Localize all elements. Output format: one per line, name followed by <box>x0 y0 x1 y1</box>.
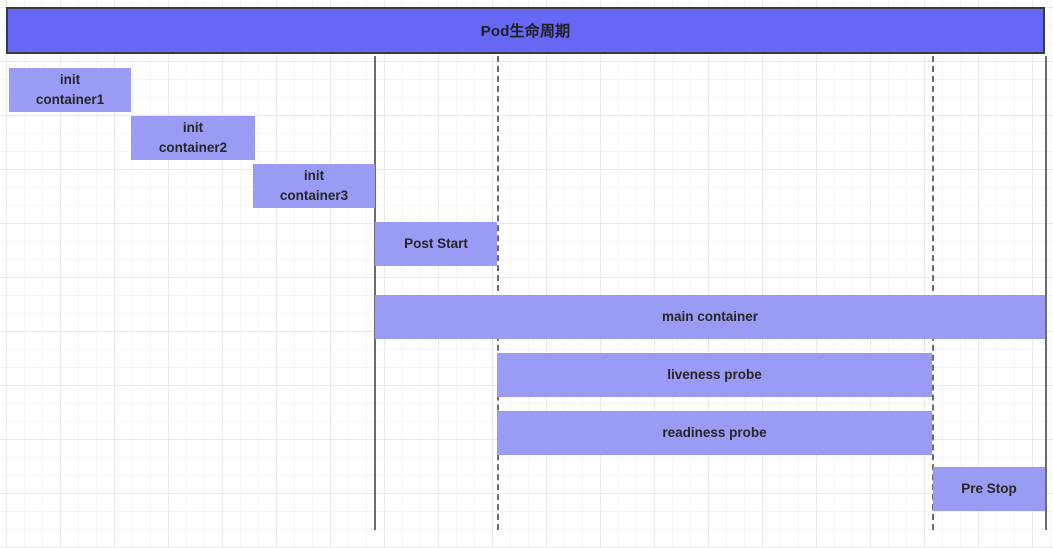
bar-label-init-container3: init container3 <box>279 168 349 203</box>
bar-label-main-container: main container <box>661 309 759 325</box>
bar-init-container3[interactable]: init container3 <box>253 164 375 208</box>
bar-label-init-container1: init container1 <box>35 72 105 107</box>
divider-post-start-end <box>497 56 499 530</box>
bar-post-start[interactable]: Post Start <box>375 222 497 266</box>
page-title: Pod生命周期 <box>480 23 571 40</box>
divider-lifecycle-end <box>1045 56 1047 530</box>
bar-label-readiness-probe: readiness probe <box>662 425 767 441</box>
bar-label-post-start: Post Start <box>404 236 468 252</box>
bar-main-container[interactable]: main container <box>375 295 1045 339</box>
bar-label-liveness-probe: liveness probe <box>667 367 762 383</box>
bar-init-container2[interactable]: init container2 <box>131 116 255 160</box>
bar-label-pre-stop: Pre Stop <box>961 481 1017 497</box>
bar-readiness-probe[interactable]: readiness probe <box>497 411 932 455</box>
bar-liveness-probe[interactable]: liveness probe <box>497 353 932 397</box>
divider-init-phase-end <box>374 56 376 530</box>
diagram-title-banner: Pod生命周期 <box>6 7 1045 54</box>
bar-pre-stop[interactable]: Pre Stop <box>933 467 1045 511</box>
bar-label-init-container2: init container2 <box>158 120 228 155</box>
divider-pre-stop-start <box>932 56 934 530</box>
bar-init-container1[interactable]: init container1 <box>9 68 131 112</box>
